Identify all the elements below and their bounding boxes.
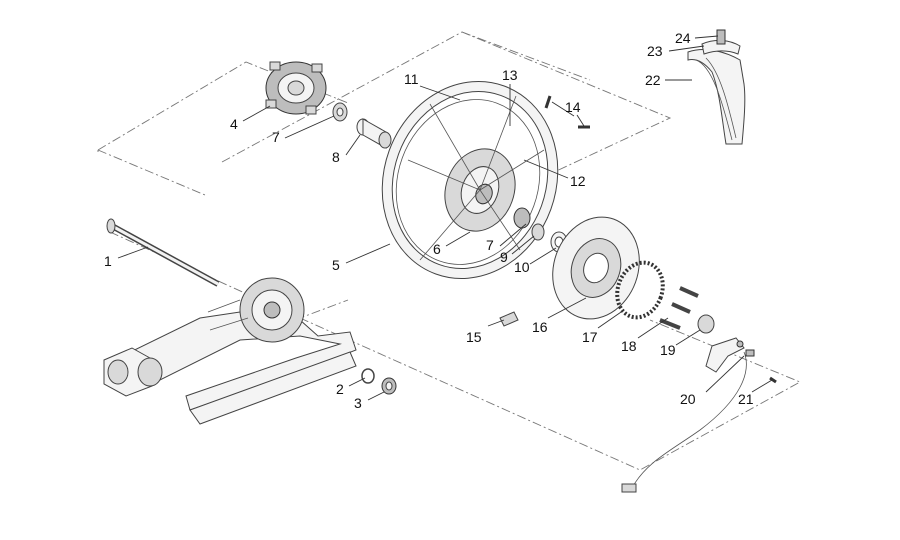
abs-sensor-cable — [621, 349, 755, 493]
callout-15: 15 — [466, 329, 482, 345]
sensor-bracket — [697, 314, 745, 373]
callout-5: 5 — [332, 257, 340, 273]
callout-23: 23 — [647, 43, 663, 59]
callout-17: 17 — [582, 329, 598, 345]
callout-16: 16 — [532, 319, 548, 335]
leader-lines — [117, 35, 773, 401]
callout-10: 10 — [514, 259, 530, 275]
cush-drive-damper — [265, 61, 327, 115]
callout-labels: 1 2 3 4 5 6 7 7 8 9 10 11 12 13 14 15 16… — [104, 30, 754, 411]
washer-and-nut — [361, 368, 397, 395]
swingarm — [103, 277, 357, 425]
callout-8: 8 — [332, 149, 340, 165]
callout-20: 20 — [680, 391, 696, 407]
abs-tone-ring — [615, 260, 665, 320]
callout-22: 22 — [645, 72, 661, 88]
balance-weight — [499, 311, 519, 327]
callout-2: 2 — [336, 381, 344, 397]
callout-1: 1 — [104, 253, 112, 269]
disc-screws — [659, 286, 699, 330]
rear-wheel — [381, 81, 559, 279]
callout-6: 6 — [433, 241, 441, 257]
callout-9: 9 — [500, 249, 508, 265]
tyre-and-tube — [687, 29, 746, 145]
callout-11: 11 — [404, 71, 419, 87]
wheel-axle — [106, 218, 220, 287]
callout-24: 24 — [675, 30, 691, 46]
callout-14: 14 — [565, 99, 581, 115]
valve-and-bolts — [544, 95, 590, 129]
callout-7-right: 7 — [486, 237, 494, 253]
callout-4: 4 — [230, 116, 238, 132]
callout-7-left: 7 — [272, 129, 280, 145]
callout-3: 3 — [354, 395, 362, 411]
callout-19: 19 — [660, 342, 676, 358]
callout-21: 21 — [738, 391, 754, 407]
sensor-screw — [769, 376, 777, 384]
callout-12: 12 — [570, 173, 586, 189]
callout-13: 13 — [502, 67, 518, 83]
bearing-and-spacer — [332, 102, 392, 149]
callout-18: 18 — [621, 338, 637, 354]
brake-disc — [552, 216, 640, 320]
